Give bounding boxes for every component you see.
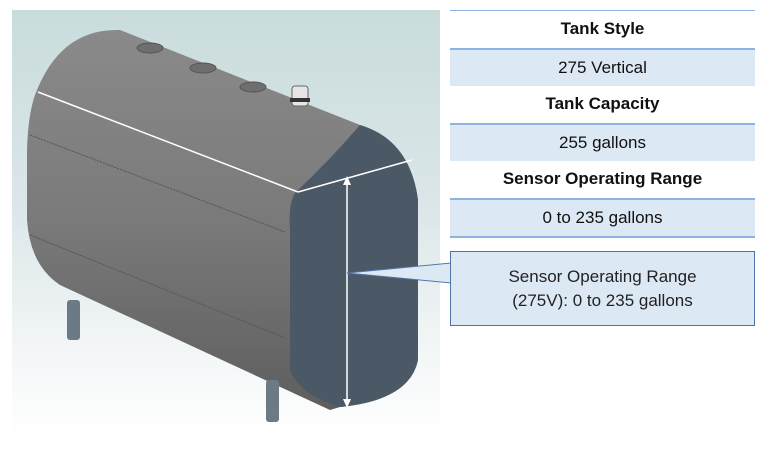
tank-style-label: Tank Style (450, 11, 755, 48)
spec-table: Tank Style 275 Vertical Tank Capacity 25… (450, 10, 755, 238)
end-top-line (297, 159, 413, 193)
sensor-gauge (291, 85, 309, 107)
top-edge-line (37, 91, 299, 193)
sensor-range-callout: Sensor Operating Range (275V): 0 to 235 … (450, 251, 755, 326)
tank-capacity-value: 255 gallons (450, 122, 755, 161)
tank-capacity-label: Tank Capacity (450, 86, 755, 123)
tank-style-value: 275 Vertical (450, 47, 755, 86)
sensor-range-value: 0 to 235 gallons (450, 197, 755, 236)
callout-line-2: (275V): 0 to 235 gallons (512, 290, 693, 310)
sensor-range-label: Sensor Operating Range (450, 161, 755, 198)
callout-line-1: Sensor Operating Range (508, 266, 697, 286)
tank-leg (67, 300, 80, 340)
tank-leg (266, 380, 279, 422)
tank-drawing (27, 29, 418, 422)
tank-illustration (12, 10, 440, 438)
